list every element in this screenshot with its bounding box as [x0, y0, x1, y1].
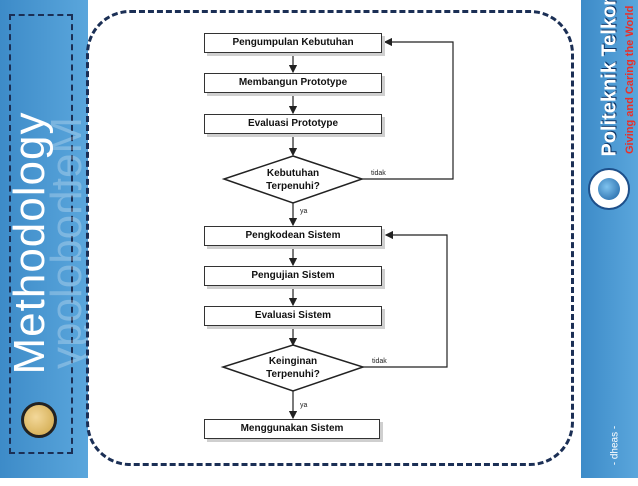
logo-globe — [598, 178, 620, 200]
loop-1 — [362, 37, 454, 180]
content-frame — [86, 10, 574, 466]
step-box: Evaluasi Sistem — [204, 306, 382, 326]
no-label: tidak — [371, 170, 386, 177]
yes-label: ya — [300, 402, 308, 409]
decision-line: Terpenuhi? — [266, 369, 320, 380]
decision-label-1: Kebutuhan Terpenuhi? — [228, 167, 358, 193]
decision-line: Keinginan — [268, 356, 318, 367]
step-box: Pengkodean Sistem — [204, 226, 382, 246]
step-box: Menggunakan Sistem — [204, 419, 380, 439]
yes-label: ya — [300, 208, 308, 215]
decision-line: Kebutuhan — [266, 168, 320, 179]
decision-diamond-2 — [220, 344, 366, 392]
step-box: Evaluasi Prototype — [204, 114, 382, 134]
step-box: Membangun Prototype — [204, 73, 382, 93]
step-box: Pengumpulan Kebutuhan — [204, 33, 382, 53]
decision-label-2: Keinginan Terpenuhi? — [228, 355, 358, 381]
no-label: tidak — [372, 358, 387, 365]
decision-line: Terpenuhi? — [266, 181, 320, 192]
logo-icon — [588, 168, 630, 210]
left-dashed-frame — [9, 14, 73, 454]
bullet-icon — [21, 402, 57, 438]
decision-diamond-1 — [221, 155, 365, 204]
right-brand-panel — [581, 0, 638, 478]
step-box: Pengujian Sistem — [204, 266, 382, 286]
left-sidebar: Methodology Methodology — [0, 0, 91, 478]
loop-2 — [363, 230, 448, 368]
